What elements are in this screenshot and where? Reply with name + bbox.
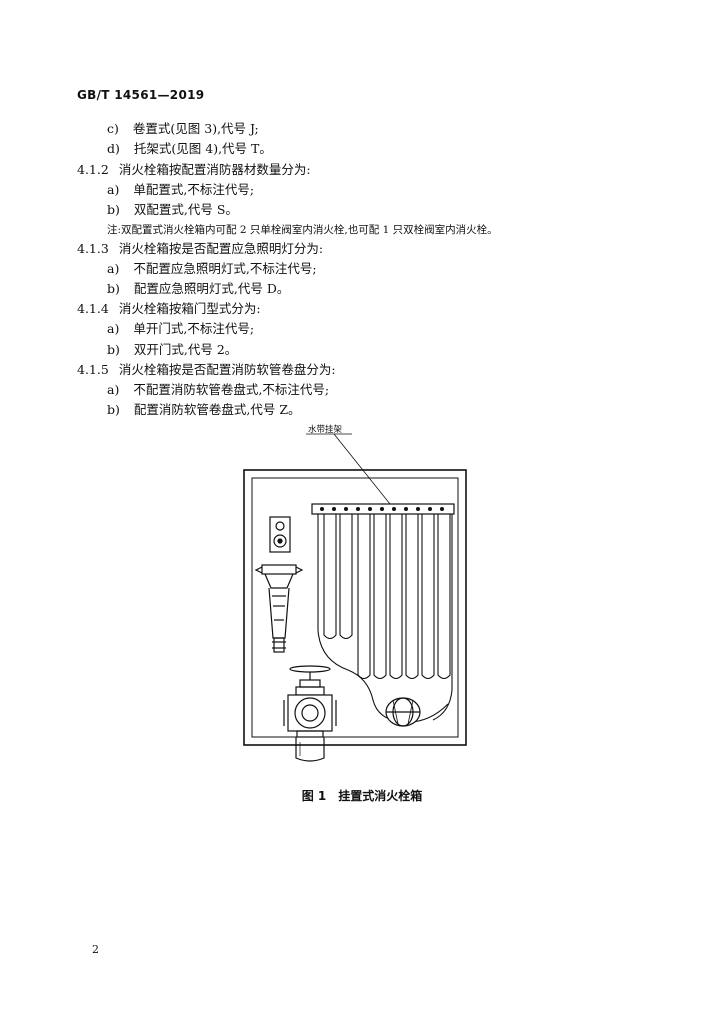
list-item: b) 配置应急照明灯式,代号 D。 (107, 281, 289, 297)
list-text: 不配置消防软管卷盘式,不标注代号; (133, 382, 330, 397)
hose-sweep (317, 514, 449, 723)
list-text: 不配置应急照明灯式,不标注代号; (133, 261, 317, 276)
cabinet-inner-frame (251, 477, 459, 738)
hose-rack-label: 水带挂架 (308, 424, 343, 435)
list-marker: a) (107, 321, 120, 336)
clause-heading: 4.1.3 消火栓箱按是否配置应急照明灯分为: (77, 241, 323, 257)
list-text: 单开门式,不标注代号; (133, 321, 255, 336)
leader-line (333, 433, 391, 505)
clause-number: 4.1.3 (77, 241, 109, 256)
clause-number: 4.1.5 (77, 362, 109, 377)
list-marker: b) (107, 402, 120, 417)
note-marker: 注: (107, 224, 122, 236)
clause-heading: 4.1.2 消火栓箱按配置消防器材数量分为: (77, 162, 311, 178)
clause-number: 4.1.4 (77, 301, 109, 316)
list-text: 单配置式,不标注代号; (133, 182, 255, 197)
list-item: a) 不配置应急照明灯式,不标注代号; (107, 261, 317, 277)
clause-heading: 4.1.5 消火栓箱按是否配置消防软管卷盘分为: (77, 362, 336, 378)
list-text: 卷置式(见图 3),代号 J; (132, 121, 259, 136)
clause-text: 消火栓箱按配置消防器材数量分为: (118, 162, 311, 177)
hose-coupling (385, 697, 421, 727)
alarm-button-box (269, 516, 291, 553)
list-item: a) 单开门式,不标注代号; (107, 321, 254, 337)
note: 注:双配置式消火栓箱内可配 2 只单栓阀室内消火栓,也可配 1 只双栓阀室内消火… (107, 222, 498, 238)
list-item: c) 卷置式(见图 3),代号 J; (107, 121, 259, 137)
list-text: 双配置式,代号 S。 (133, 202, 238, 217)
list-marker: b) (107, 342, 120, 357)
hydrant-valve (283, 665, 337, 738)
list-item: b) 双配置式,代号 S。 (107, 202, 238, 218)
list-item: a) 单配置式,不标注代号; (107, 182, 254, 198)
page-number: 2 (92, 943, 99, 956)
list-marker: a) (107, 182, 120, 197)
list-text: 配置消防软管卷盘式,代号 Z。 (133, 402, 301, 417)
list-marker: b) (107, 202, 120, 217)
list-marker: c) (107, 121, 119, 136)
clause-number: 4.1.2 (77, 162, 109, 177)
clause-heading: 4.1.4 消火栓箱按箱门型式分为: (77, 301, 261, 317)
hose-folds (323, 514, 451, 680)
list-text: 配置应急照明灯式,代号 D。 (133, 281, 290, 296)
list-text: 托架式(见图 4),代号 T。 (133, 141, 272, 156)
list-item: d) 托架式(见图 4),代号 T。 (107, 141, 272, 157)
figure-caption: 图 1 挂置式消火栓箱 (301, 789, 423, 803)
cabinet-outer-frame (243, 469, 467, 746)
list-item: b) 配置消防软管卷盘式,代号 Z。 (107, 402, 301, 418)
list-marker: a) (107, 382, 120, 397)
inlet-pipe (295, 737, 325, 762)
clause-text: 消火栓箱按箱门型式分为: (118, 301, 261, 316)
list-text: 双开门式,代号 2。 (133, 342, 238, 357)
list-marker: d) (107, 141, 120, 156)
hose-rack-pegs (320, 507, 444, 511)
list-item: b) 双开门式,代号 2。 (107, 342, 237, 358)
note-text: 双配置式消火栓箱内可配 2 只单栓阀室内消火栓,也可配 1 只双栓阀室内消火栓。 (121, 224, 498, 236)
list-marker: a) (107, 261, 120, 276)
list-item: a) 不配置消防软管卷盘式,不标注代号; (107, 382, 329, 398)
standard-number: GB/T 14561—2019 (77, 88, 205, 102)
list-marker: b) (107, 281, 120, 296)
clause-text: 消火栓箱按是否配置消防软管卷盘分为: (118, 362, 336, 377)
clause-text: 消火栓箱按是否配置应急照明灯分为: (118, 241, 324, 256)
figure-hanging-hydrant-cabinet: 水带挂架 (243, 424, 467, 762)
fire-nozzle (254, 564, 304, 653)
